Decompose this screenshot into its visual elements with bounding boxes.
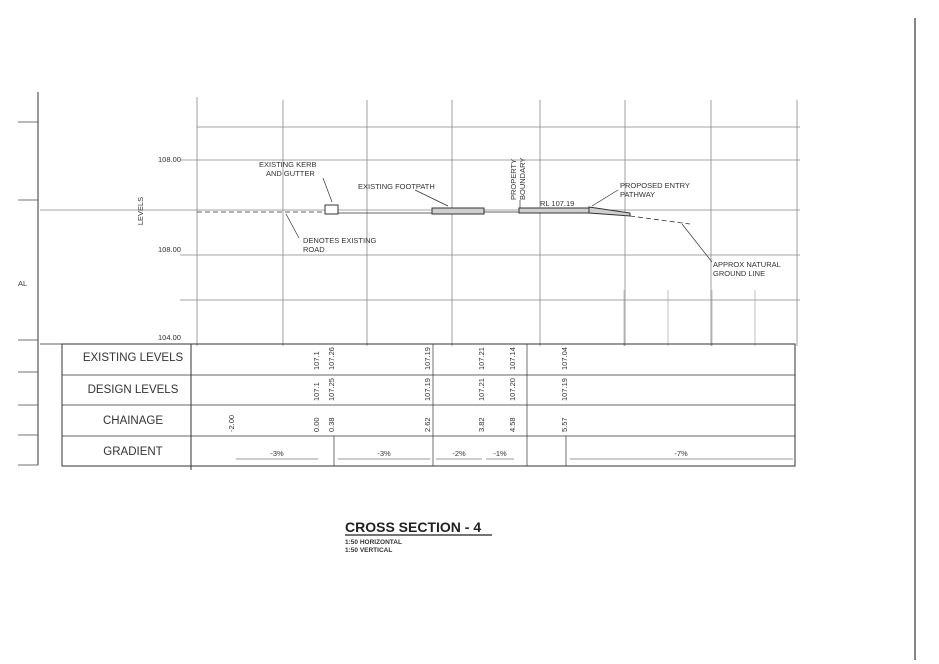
road-label-2: ROAD [303, 245, 325, 254]
left-cut-text: AL [18, 279, 27, 288]
existing-level-5: 107.14 [508, 347, 517, 370]
grid-verticals [196, 97, 798, 346]
row-label-existing: EXISTING LEVELS [83, 352, 184, 364]
gradient-4: -1% [493, 449, 507, 458]
axis-label: LEVELS [136, 197, 145, 225]
left-margin-ticks [18, 121, 38, 466]
section-profile [197, 204, 691, 225]
chainage-1: -2.00 [227, 415, 236, 432]
design-level-4: 107.21 [477, 378, 486, 401]
existing-level-6: 107.04 [560, 347, 569, 370]
footpath-label: EXISTING FOOTPATH [358, 182, 435, 191]
design-level-1: 107.1 [312, 382, 321, 401]
design-level-3: 107.19 [423, 378, 432, 401]
leader-lines [285, 177, 713, 263]
axis-tick-top: 108.00 [158, 155, 181, 164]
design-level-2: 107.25 [327, 378, 336, 401]
scale-horizontal: 1:50 HORIZONTAL [345, 539, 402, 546]
chainage-7: 5.57 [560, 417, 569, 432]
boundary-slab [518, 207, 590, 214]
ground-label-2: GROUND LINE [713, 269, 765, 278]
entry-label-1: PROPOSED ENTRY [620, 181, 690, 190]
entry-label-2: PATHWAY [620, 190, 655, 199]
row-label-chainage: CHAINAGE [103, 415, 163, 427]
levels-table [40, 343, 796, 470]
existing-level-4: 107.21 [477, 347, 486, 370]
axis-tick-bottom: 104.00 [158, 333, 181, 342]
existing-level-1: 107.1 [312, 351, 321, 370]
chainage-3: 0.38 [327, 417, 336, 432]
road-label-1: DENOTES EXISTING [303, 236, 377, 245]
gradient-2: -3% [377, 449, 391, 458]
ground-label-1: APPROX NATURAL [713, 260, 781, 269]
gradient-1: -3% [270, 449, 284, 458]
kerb-label-1: EXISTING KERB [259, 160, 317, 169]
section-title: CROSS SECTION - 4 [345, 519, 481, 535]
gradient-3: -2% [452, 449, 466, 458]
entry-pathway [588, 206, 631, 217]
chainage-2: 0.00 [312, 417, 321, 432]
boundary-label-2: BOUNDARY [518, 158, 527, 200]
chainage-6: 4.58 [508, 417, 517, 432]
chainage-5: 3.82 [477, 417, 486, 432]
grid-horizontals [40, 126, 800, 301]
design-level-5: 107.20 [508, 378, 517, 401]
boundary-label-1: PROPERTY [509, 159, 518, 200]
design-level-6: 107.19 [560, 378, 569, 401]
grid-short-verticals [623, 290, 756, 346]
scale-vertical: 1:50 VERTICAL [345, 547, 392, 554]
existing-level-2: 107.26 [327, 347, 336, 370]
chainage-4: 2.62 [423, 417, 432, 432]
footpath-slab [431, 207, 485, 215]
row-label-design: DESIGN LEVELS [88, 384, 179, 396]
kerb-label-2: AND GUTTER [266, 169, 315, 178]
gradient-5: -7% [674, 449, 688, 458]
rl-label: RL 107.19 [540, 199, 574, 208]
row-label-gradient: GRADIENT [103, 446, 162, 458]
axis-tick-mid: 108.00 [158, 245, 181, 254]
existing-level-3: 107.19 [423, 347, 432, 370]
kerb-shape [324, 204, 339, 215]
